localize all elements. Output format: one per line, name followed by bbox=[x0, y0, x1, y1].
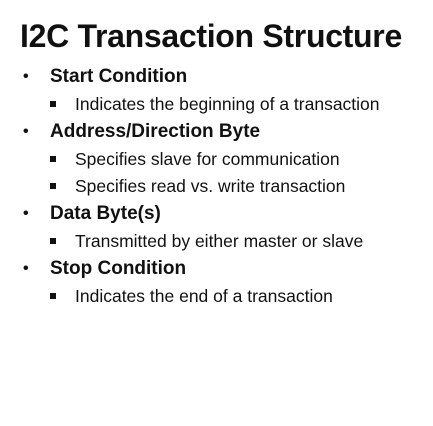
sub-list: Transmitted by either master or slave bbox=[50, 229, 433, 253]
sub-item-text: Specifies read vs. write transaction bbox=[75, 176, 346, 196]
sub-item: Indicates the end of a transaction bbox=[50, 284, 433, 308]
section-heading: Stop Condition bbox=[50, 258, 187, 279]
bullet-dot-icon: • bbox=[23, 123, 29, 140]
slide-title: I2C Transaction Structure bbox=[20, 18, 402, 54]
outline-section: • Address/Direction Byte Specifies slave… bbox=[0, 119, 433, 198]
section-heading: Data Byte(s) bbox=[50, 203, 161, 224]
bullet-dot-icon: • bbox=[23, 68, 29, 85]
section-heading: Start Condition bbox=[50, 66, 188, 87]
sub-list: Indicates the end of a transaction bbox=[50, 284, 433, 308]
sub-list: Indicates the beginning of a transaction bbox=[50, 92, 433, 116]
outline-section: • Data Byte(s) Transmitted by either mas… bbox=[0, 201, 433, 253]
bullet-outline: • Start Condition Indicates the beginnin… bbox=[0, 64, 433, 311]
bullet-dot-icon: • bbox=[23, 205, 29, 222]
sub-list: Specifies slave for communication Specif… bbox=[50, 147, 433, 198]
bullet-dot-icon: • bbox=[23, 260, 29, 277]
sub-item: Transmitted by either master or slave bbox=[50, 229, 433, 253]
sub-item: Specifies slave for communication bbox=[50, 147, 433, 171]
sub-item-text: Specifies slave for communication bbox=[75, 149, 340, 169]
square-bullet-icon bbox=[50, 156, 56, 162]
square-bullet-icon bbox=[50, 238, 56, 244]
outline-section: • Stop Condition Indicates the end of a … bbox=[0, 256, 433, 308]
sub-item: Indicates the beginning of a transaction bbox=[50, 92, 433, 116]
sub-item-text: Indicates the end of a transaction bbox=[75, 286, 333, 306]
sub-item-text: Transmitted by either master or slave bbox=[75, 231, 364, 251]
outline-section: • Start Condition Indicates the beginnin… bbox=[0, 64, 433, 116]
sub-item: Specifies read vs. write transaction bbox=[50, 174, 433, 198]
square-bullet-icon bbox=[50, 101, 56, 107]
section-heading: Address/Direction Byte bbox=[50, 121, 261, 142]
square-bullet-icon bbox=[50, 293, 56, 299]
square-bullet-icon bbox=[50, 183, 56, 189]
sub-item-text: Indicates the beginning of a transaction bbox=[75, 94, 380, 114]
